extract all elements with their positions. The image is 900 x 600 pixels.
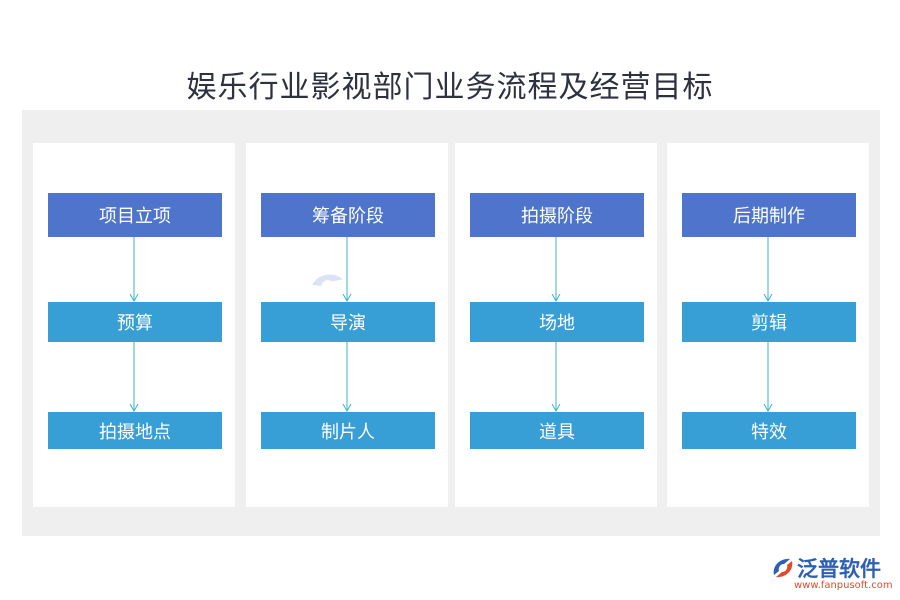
column-1: 项目立项 预算 拍摄地点	[33, 143, 235, 507]
stage-item-2-2: 制片人	[261, 412, 435, 449]
stage-item-3-2: 道具	[470, 412, 644, 449]
page-title: 娱乐行业影视部门业务流程及经营目标	[186, 70, 714, 105]
arrow-down-icon	[342, 342, 352, 412]
stage-head-3: 拍摄阶段	[470, 193, 644, 237]
stage-head-4: 后期制作	[682, 193, 856, 237]
arrow-down-icon	[129, 342, 139, 412]
column-4: 后期制作 剪辑 特效	[667, 143, 869, 507]
brand-url: www.fanpusoft.com	[794, 580, 893, 591]
arrow-down-icon	[551, 342, 561, 412]
stage-item-2-1: 导演	[261, 302, 435, 342]
arrow-down-icon	[129, 237, 139, 302]
column-3: 拍摄阶段 场地 道具	[455, 143, 657, 507]
stage-item-4-1: 剪辑	[682, 302, 856, 342]
brand-logo: 泛普软件 www.fanpusoft.com	[770, 553, 895, 595]
stage-item-1-1: 预算	[48, 302, 222, 342]
brand-swirl-icon	[773, 558, 793, 578]
arrow-down-icon	[763, 237, 773, 302]
stage-item-3-1: 场地	[470, 302, 644, 342]
arrow-down-icon	[763, 342, 773, 412]
stage-head-1: 项目立项	[48, 193, 222, 237]
watermark-icon	[312, 274, 343, 287]
arrow-down-icon	[342, 237, 352, 302]
arrow-down-icon	[551, 237, 561, 302]
column-2: 筹备阶段 导演 制片人	[246, 143, 448, 507]
stage-item-4-2: 特效	[682, 412, 856, 449]
brand-name: 泛普软件	[797, 557, 881, 581]
stage-head-2: 筹备阶段	[261, 193, 435, 237]
stage-item-1-2: 拍摄地点	[48, 412, 222, 449]
watermark-logo	[277, 256, 413, 385]
